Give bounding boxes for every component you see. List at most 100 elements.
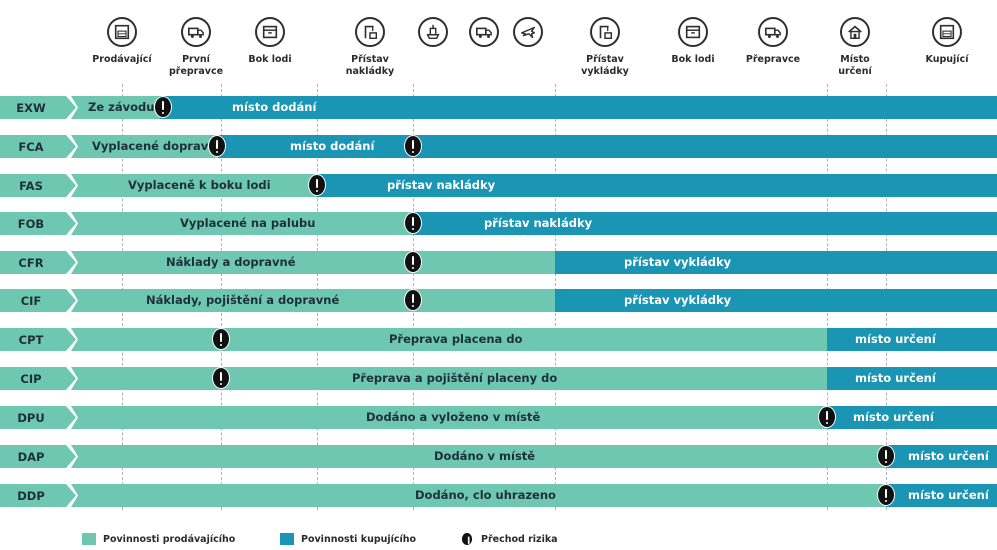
incoterm-code: DPU: [0, 406, 76, 429]
buyer-label: místo určení: [855, 371, 936, 385]
crane-icon: [590, 17, 620, 47]
risk-transfer-icon: [208, 135, 226, 157]
column-label: Přístav nakládky: [345, 54, 395, 77]
risk-transfer-icon: [212, 328, 230, 350]
buyer-label: místo určení: [908, 488, 989, 502]
column-label: Bok lodi: [248, 54, 292, 65]
legend-label: Povinnosti kupujícího: [301, 533, 417, 545]
incoterm-code: DDP: [0, 484, 76, 507]
seller-bar: [71, 484, 886, 507]
seller-label: Vyplacené na palubu: [180, 216, 316, 230]
risk-transfer-icon: [404, 289, 422, 311]
incoterm-row-cif: CIF Náklady, pojištění a dopravné přístav …: [0, 289, 997, 312]
incoterm-row-fob: FOB Vyplacené na palubu přístav nakládky: [0, 212, 997, 235]
column-label: Místo určení: [838, 54, 872, 77]
risk-transfer-icon: [818, 406, 836, 428]
incoterm-code: DAP: [0, 445, 76, 468]
buyer-label: místo dodání: [232, 100, 317, 114]
seller-bar: [71, 96, 160, 119]
incoterm-code: CIP: [0, 367, 76, 390]
incoterm-row-dap: DAP Dodáno v místě místo určení: [0, 445, 997, 468]
house-icon: [840, 17, 870, 47]
truck-icon: [469, 17, 499, 47]
buyer-bar: [827, 328, 997, 351]
ship-icon: [418, 17, 448, 47]
incoterm-code: CPT: [0, 328, 76, 351]
column-label: Přístav vykládky: [581, 54, 629, 77]
seller-label: Vyplaceně k boku lodi: [128, 178, 271, 192]
factory-icon: [107, 17, 137, 47]
legend-item: Povinnosti kupujícího: [280, 532, 416, 546]
seller-bar: [71, 328, 827, 351]
seller-label: Náklady a dopravné: [166, 255, 296, 269]
buyer-bar: [827, 367, 997, 390]
legend-swatch: [280, 533, 294, 545]
seller-label: Dodáno a vyloženo v místě: [366, 410, 541, 424]
column-label: Kupující: [925, 54, 969, 65]
buyer-label: místo určení: [908, 449, 989, 463]
column-label: Bok lodi: [671, 54, 715, 65]
column-label: Přepravce: [745, 54, 801, 65]
risk-transfer-icon: [212, 367, 230, 389]
risk-transfer-icon: [154, 96, 172, 118]
seller-label: Ze závodu: [88, 100, 155, 114]
incoterm-row-dpu: DPU Dodáno a vyloženo v místě místo určení: [0, 406, 997, 429]
incoterm-row-exw: EXW Ze závodu místo dodání: [0, 96, 997, 119]
seller-bar: [71, 445, 886, 468]
truck-icon: [758, 17, 788, 47]
seller-bar: [71, 174, 316, 197]
buyer-bar: [886, 445, 997, 468]
buyer-label: přístav nakládky: [387, 178, 496, 192]
buyer-label: místo určení: [855, 332, 936, 346]
buyer-bar: [316, 174, 997, 197]
factory-icon: [932, 17, 962, 47]
incoterm-code: FCA: [0, 135, 76, 158]
legend-swatch: [82, 533, 96, 545]
seller-label: Dodáno v místě: [434, 449, 536, 463]
legend-item: Povinnosti prodávajícího: [82, 532, 235, 546]
risk-transfer-icon: [461, 532, 473, 548]
buyer-bar: [555, 289, 997, 312]
incoterm-code: CIF: [0, 289, 76, 312]
incoterm-row-ddp: DDP Dodáno, clo uhrazeno místo určení: [0, 484, 997, 507]
incoterm-code: FAS: [0, 174, 76, 197]
legend-label: Povinnosti prodávajícího: [103, 533, 236, 545]
seller-label: Dodáno, clo uhrazeno: [415, 488, 556, 502]
legend-label: Přechod rizika: [481, 533, 558, 545]
buyer-bar: [886, 484, 997, 507]
buyer-label: místo určení: [853, 410, 934, 424]
seller-bar: [71, 212, 413, 235]
risk-transfer-icon: [877, 484, 895, 506]
buyer-bar: [160, 96, 997, 119]
box-icon: [678, 17, 708, 47]
legend-item: Přechod rizika: [460, 532, 558, 548]
plane-icon: [513, 17, 543, 47]
buyer-label: přístav vykládky: [624, 293, 732, 307]
seller-label: Vyplacené dopravci: [92, 139, 219, 153]
incoterm-code: FOB: [0, 212, 76, 235]
risk-transfer-icon: [404, 251, 422, 273]
buyer-label: přístav nakládky: [484, 216, 593, 230]
risk-transfer-icon: [404, 212, 422, 234]
seller-bar: [71, 251, 555, 274]
incoterm-code: EXW: [0, 96, 76, 119]
buyer-bar: [555, 251, 997, 274]
box-icon: [255, 17, 285, 47]
risk-transfer-icon: [404, 135, 422, 157]
buyer-bar: [827, 406, 997, 429]
incoterm-code: CFR: [0, 251, 76, 274]
column-label: Prodávající: [92, 54, 152, 65]
column-label: První přepravce: [168, 54, 224, 77]
risk-transfer-icon: [308, 174, 326, 196]
truck-icon: [181, 17, 211, 47]
incoterm-row-fas: FAS Vyplaceně k boku lodi přístav nakládky: [0, 174, 997, 197]
crane-icon: [355, 17, 385, 47]
seller-bar: [71, 135, 218, 158]
seller-label: Náklady, pojištění a dopravné: [146, 293, 340, 307]
buyer-bar: [413, 212, 997, 235]
